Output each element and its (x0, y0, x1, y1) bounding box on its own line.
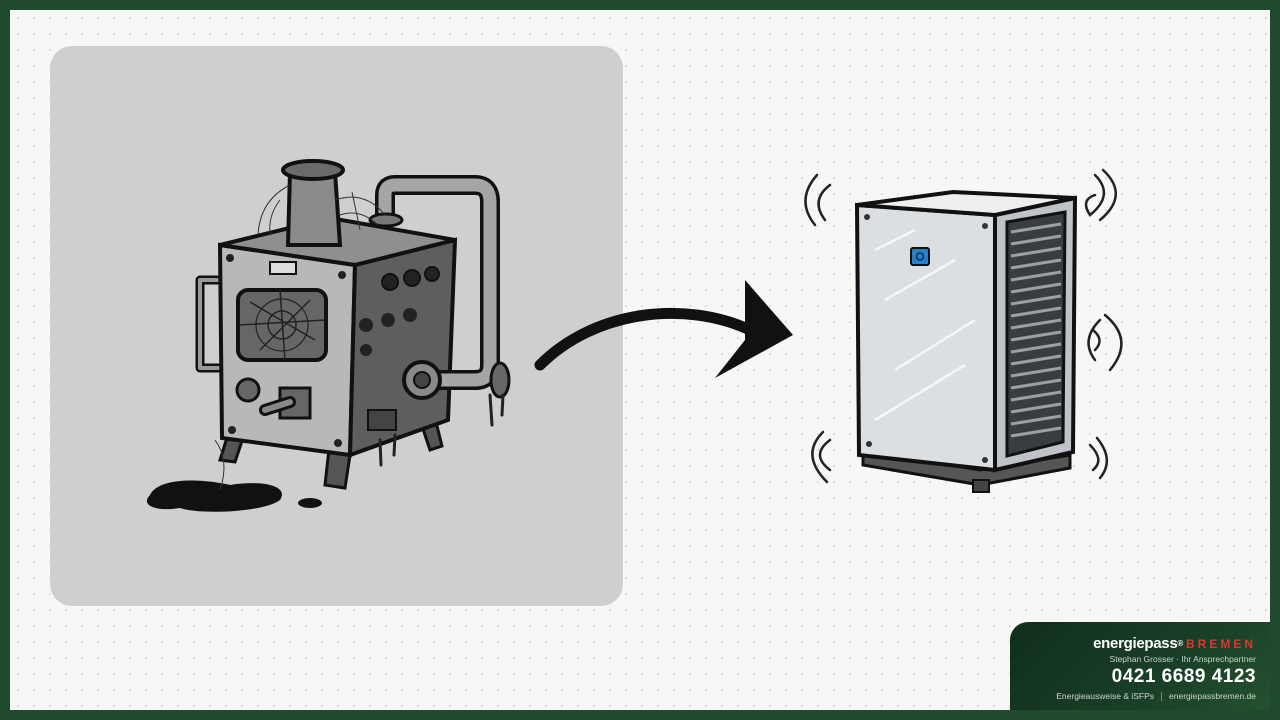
website-link[interactable]: energiepassbremen.de (1169, 691, 1256, 701)
right-arrow-icon (534, 280, 793, 378)
brand-contact-box: energiepass®BREMEN Stephan Grosser · Ihr… (1010, 622, 1270, 710)
brand-logo: energiepass®BREMEN (1093, 635, 1256, 652)
slide-canvas: energiepass®BREMEN Stephan Grosser · Ihr… (10, 10, 1270, 710)
old-boiler-illustration (146, 159, 511, 512)
heat-pump-illustration (804, 168, 1123, 493)
brand-footer: Energieausweise & iSFPs energiepassbremen… (1020, 691, 1256, 702)
contact-person: Stephan Grosser · Ihr Ansprechpartner (1109, 654, 1256, 664)
services-text: Energieausweise & iSFPs (1056, 691, 1155, 701)
divider (1161, 692, 1163, 702)
phone-number[interactable]: 0421 6689 4123 (1111, 666, 1256, 687)
